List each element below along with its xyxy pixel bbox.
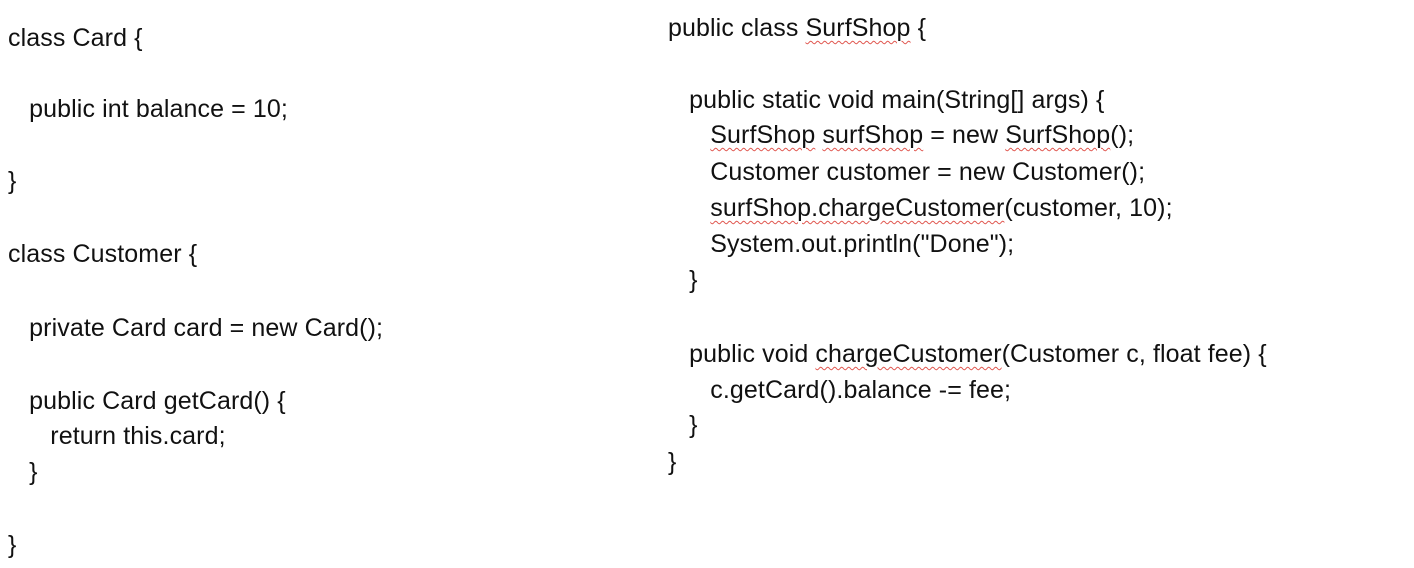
code-token: public class (668, 14, 806, 42)
code-token: public void (668, 340, 816, 368)
code-token: public static void main(String[] args) { (668, 86, 1105, 114)
code-line: Customer customer = new Customer(); (668, 157, 1145, 187)
code-line: public void chargeCustomer(Customer c, f… (668, 339, 1267, 369)
code-token: } (668, 266, 698, 294)
code-line: class Customer { (8, 239, 197, 269)
code-token: = new (923, 121, 1006, 149)
code-line: } (668, 265, 698, 295)
code-token: public int balance = 10; (8, 95, 288, 123)
code-token: } (8, 458, 38, 486)
code-token: c.getCard().balance -= fee; (668, 376, 1012, 404)
code-token (668, 121, 710, 149)
code-token: return this.card; (8, 422, 226, 450)
code-token: System.out.println("Done"); (668, 230, 1015, 258)
code-token: } (8, 531, 17, 559)
code-line: SurfShop surfShop = new SurfShop(); (668, 120, 1134, 150)
code-line: private Card card = new Card(); (8, 313, 383, 343)
code-token: Customer customer = new Customer(); (668, 158, 1146, 186)
code-token: class Card { (8, 24, 143, 52)
code-line: public int balance = 10; (8, 94, 288, 124)
code-line: public static void main(String[] args) { (668, 85, 1104, 115)
misspelled-token: surfShop.chargeCustomer (710, 194, 1005, 222)
code-token: } (668, 411, 698, 439)
code-token: } (668, 448, 677, 476)
code-line: public class SurfShop { (668, 13, 926, 43)
code-token: (); (1110, 121, 1135, 149)
code-line: System.out.println("Done"); (668, 229, 1014, 259)
code-token: private Card card = new Card(); (8, 314, 384, 342)
code-token: public Card getCard() { (8, 387, 286, 415)
code-token: class Customer { (8, 240, 198, 268)
misspelled-token: chargeCustomer (815, 340, 1002, 368)
left-code-panel: class Card { public int balance = 10; } … (8, 0, 628, 568)
code-line: } (8, 457, 38, 487)
code-token: (Customer c, float fee) { (1001, 340, 1267, 368)
right-code-panel: public class SurfShop { public static vo… (668, 0, 1408, 568)
code-line: surfShop.chargeCustomer(customer, 10); (668, 193, 1173, 223)
code-line: } (8, 166, 16, 196)
code-token: } (8, 167, 17, 195)
code-line: } (668, 410, 698, 440)
code-token: (customer, 10); (1004, 194, 1173, 222)
code-token (668, 194, 710, 222)
code-line: class Card { (8, 23, 143, 53)
code-line: c.getCard().balance -= fee; (668, 375, 1011, 405)
misspelled-token: SurfShop (1005, 121, 1111, 149)
code-token: { (910, 14, 927, 42)
code-line: return this.card; (8, 421, 226, 451)
misspelled-token: SurfShop (805, 14, 911, 42)
code-line: } (668, 447, 676, 477)
misspelled-token: surfShop (822, 121, 924, 149)
code-line: } (8, 530, 16, 560)
misspelled-token: SurfShop (710, 121, 816, 149)
code-line: public Card getCard() { (8, 386, 286, 416)
